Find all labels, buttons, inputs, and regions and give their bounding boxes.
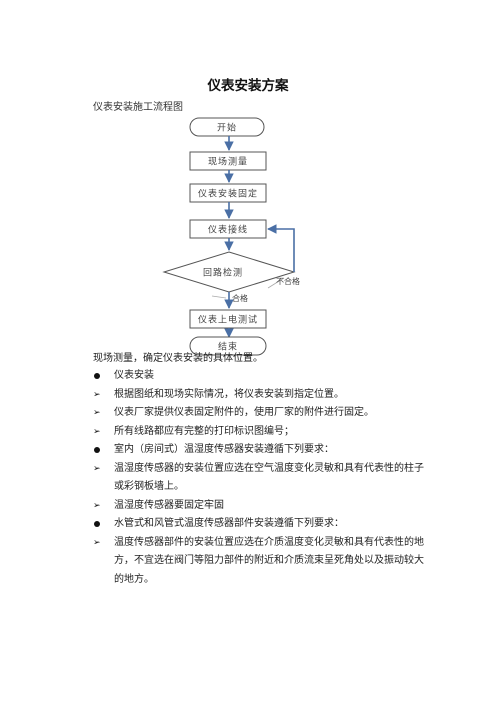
flow-step-measure: 现场测量 [189,151,267,171]
flow-step-power-test: 仪表上电测试 [189,309,267,329]
intro-paragraph: 现场测量，确定仪表安装的具体位置。 [93,353,263,364]
list-item: ➢温湿度传感器的安装位置应选在空气温度变化灵敏和具有代表性的柱子或彩钢板墙上。 [93,462,424,493]
flow-start-node: 开始 [189,117,265,137]
list-item-text: 温湿度传感器要固定牢固 [114,499,224,511]
pass-label-leader [211,295,227,299]
flow-step-power-test-label: 仪表上电测试 [198,314,258,326]
list-item: ➢温湿度传感器要固定牢固 [93,499,224,511]
list-item-text: 所有线路都应有完整的打印标识图编号； [114,425,294,437]
flowchart-caption: 仪表安装施工流程图 [93,102,183,113]
section-heading-item: 水管式和风管式温度传感器部件安装遵循下列要求： [93,515,433,534]
pass-label: 合格 [232,293,248,303]
fail-label: 不合格 [276,276,300,286]
list-item-text: 温度传感器部件的安装位置应选在介质温度变化灵敏和具有代表性的地方，不宜选在阀门等… [114,536,424,585]
flow-step-wiring: 仪表接线 [189,219,267,239]
list-item: ➢仪表厂家提供仪表固定附件的，使用厂家的附件进行固定。 [93,407,374,418]
list-item: ➢温度传感器部件的安装位置应选在介质温度变化灵敏和具有代表性的地方，不宜选在阀门… [93,536,424,585]
flow-decision-loop-check: 回路检测 [162,251,296,293]
requirements-list: 仪表安装 ➢根据图纸和现场实际情况，将仪表安装到指定位置。 ➢仪表厂家提供仪表固定附… [93,367,433,589]
list-item-text: 室内（房间式）温湿度传感器安装遵循下列要求： [114,444,334,455]
list-item-text: 根据图纸和现场实际情况，将仪表安装到指定位置。 [114,388,344,400]
flow-step-measure-label: 现场测量 [208,157,248,168]
flow-step-mount: 仪表安装固定 [189,183,267,203]
connector-fail-loop [267,224,295,272]
list-item: ➢所有线路都应有完整的打印标识图编号； [93,425,294,437]
flow-step-wiring-label: 仪表接线 [208,224,248,236]
flow-end-label: 结束 [218,341,238,353]
fail-label-leader [267,277,285,289]
list-item-text: 仪表厂家提供仪表固定附件的，使用厂家的附件进行固定。 [114,407,374,418]
list-item-text: 仪表安装 [114,370,154,381]
list-item: ➢根据图纸和现场实际情况，将仪表安装到指定位置。 [93,388,344,400]
list-item-text: 温湿度传感器的安装位置应选在空气温度变化灵敏和具有代表性的柱子或彩钢板墙上。 [114,462,424,493]
document-title: 仪表安装方案 [207,78,289,94]
section-heading-item: 仪表安装 [93,367,433,386]
flow-step-mount-label: 仪表安装固定 [198,188,258,200]
flow-end-node [189,336,267,356]
installation-flowchart: 开始 现场测量 仪表安装固定 仪表接线 回路检测 不合格 合格 仪表上电测试 [162,117,300,338]
flow-start-label: 开始 [217,122,237,134]
list-item-text: 水管式和风管式温度传感器部件安装遵循下列要求： [114,518,344,529]
flow-decision-label: 回路检测 [203,267,243,279]
section-heading-item: 室内（房间式）温湿度传感器安装遵循下列要求： [93,441,433,460]
